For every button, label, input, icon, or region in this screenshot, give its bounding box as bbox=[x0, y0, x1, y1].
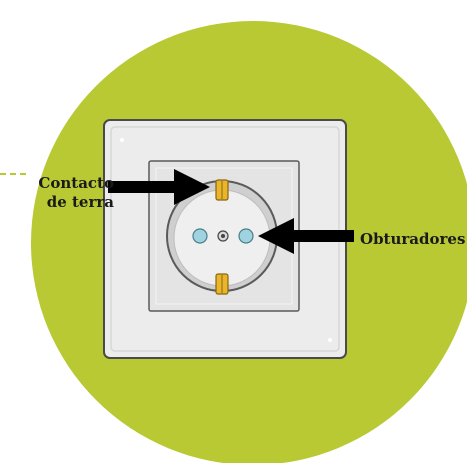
earth-contact-label-line1: Contacto bbox=[38, 174, 114, 192]
shutters-label: Obturadores bbox=[360, 230, 466, 248]
shutter-hole-right bbox=[238, 228, 254, 244]
earth-contact-label-line2: de terra bbox=[46, 193, 114, 211]
shutter-hole-left bbox=[192, 228, 208, 244]
left-arrow-icon bbox=[258, 218, 354, 254]
earth-contact-top bbox=[215, 179, 229, 201]
center-screw bbox=[217, 230, 229, 242]
earth-contact-label: Contacto de terra bbox=[38, 174, 114, 212]
earth-contact-bottom bbox=[215, 273, 229, 295]
right-arrow-icon bbox=[108, 169, 210, 205]
